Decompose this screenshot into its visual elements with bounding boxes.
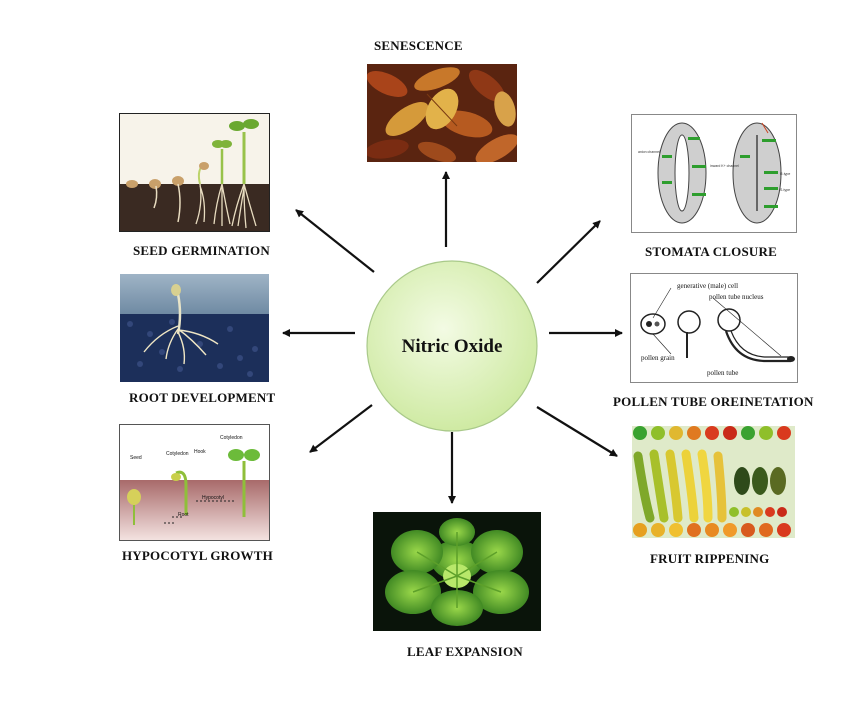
pollen-grain-label: pollen grain [641,354,675,362]
hypocotyl-hypocotyl-label: Hypocotyl [202,495,224,501]
hypocotyl-growth-label: HYPOCOTYL GROWTH [122,548,273,563]
hypocotyl-cotyledon-label-1: Cotyledon [166,451,189,457]
hypocotyl-seed-label: Seed [130,455,142,461]
root-development-label: ROOT DEVELOPMENT [129,390,276,405]
senescence-image [367,64,517,162]
stomata-closure-label: STOMATA CLOSURE [645,244,777,259]
hypocotyl-growth-image: Seed Cotyledon Hook Cotyledon Hypocotyl … [119,424,270,541]
svg-text:R-type: R-type [780,172,790,176]
fruit-rippening-label: FRUIT RIPPENING [650,551,770,566]
hypocotyl-cotyledon-label-2: Cotyledon [220,435,243,441]
pollen-tube-nucleus-label: pollen tube nucleus [709,293,764,301]
center-circle [366,260,538,432]
arrow-hypocotyl-growth [309,404,373,453]
hypocotyl-hook-label: Hook [194,449,206,455]
seed-germination-image [119,113,270,232]
hypocotyl-root-label: Root [178,512,189,518]
leaf-expansion-label: LEAF EXPANSION [407,644,523,659]
svg-text:inward K+ channel: inward K+ channel [710,164,739,168]
senescence-label: SENESCENCE [374,38,463,53]
fruit-rippening-image [632,426,795,538]
arrow-stomata-closure [536,220,601,284]
pollen-generative-cell-label: generative (male) cell [677,282,739,290]
root-development-image [120,274,269,382]
leaf-expansion-image [373,512,541,631]
arrow-seed-germination [295,209,375,273]
pollen-tube-image: generative (male) cell pollen tube nucle… [630,273,798,383]
stomata-closure-image: anion channel inward K+ channel R-type S… [631,114,797,233]
svg-text:S-type: S-type [780,188,790,192]
pollen-tube-label: POLLEN TUBE OREINETATION [613,394,814,409]
pollen-tube-diagram-label: pollen tube [707,369,739,377]
center-label: Nitric Oxide [401,336,503,357]
seed-germination-label: SEED GERMINATION [133,243,270,258]
svg-text:anion channel: anion channel [638,150,660,154]
arrow-fruit-rippening [536,406,618,457]
